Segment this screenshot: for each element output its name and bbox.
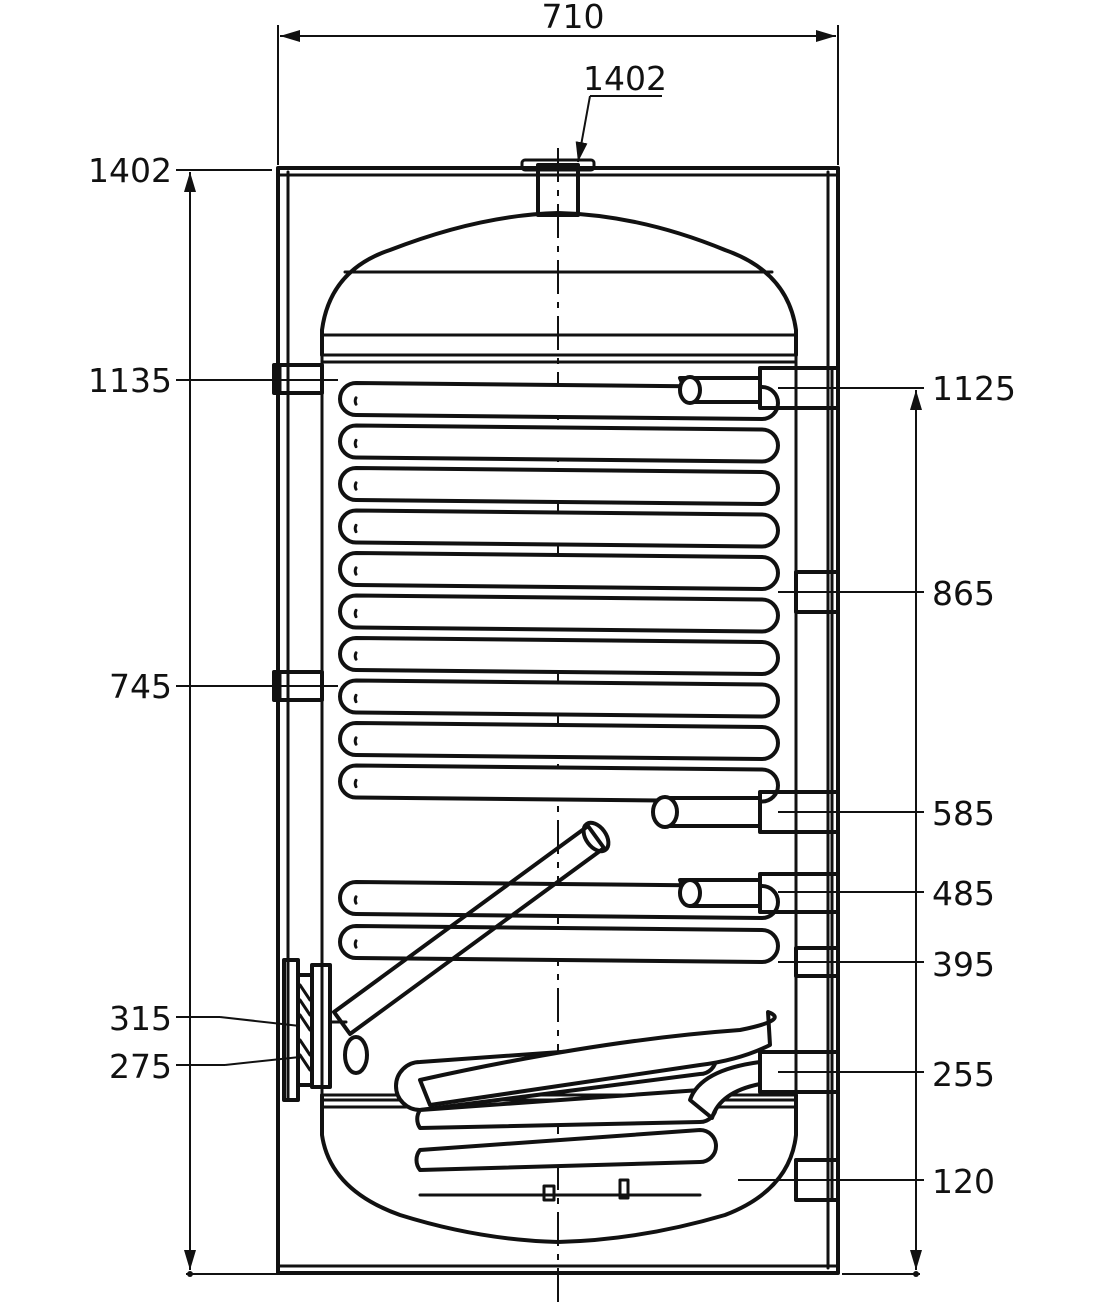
coil-turn (338, 721, 780, 761)
label-255: 255 (932, 1055, 995, 1094)
inspection-flange (282, 958, 369, 1102)
coil-turn (338, 636, 780, 676)
width-label: 710 (542, 0, 605, 36)
coil-turn-bend (353, 895, 358, 905)
coil-turn-bend (353, 778, 358, 789)
right-dimensions: 1125 865 585 485 395 255 120 (738, 369, 1016, 1277)
coil-turn-bend (353, 939, 358, 949)
coil-turn (338, 381, 780, 421)
coil-turn-bend (353, 481, 358, 491)
coil-turn (338, 551, 780, 591)
coil-turn-bend (353, 693, 358, 704)
coil-turn (338, 593, 780, 634)
label-315: 315 (109, 999, 172, 1038)
label-1125: 1125 (932, 369, 1016, 408)
left-sockets (272, 363, 324, 702)
upper-heating-coil (338, 381, 780, 804)
label-275: 275 (109, 1047, 172, 1086)
label-1135: 1135 (88, 361, 172, 400)
coil-turn-bend (353, 396, 358, 406)
coil-turn-bend (353, 608, 358, 619)
label-865: 865 (932, 574, 995, 613)
label-745: 745 (109, 667, 172, 706)
coil-turn-bend (353, 736, 358, 746)
coil-turn (338, 924, 780, 964)
coil-turn-bend (353, 438, 358, 449)
label-395: 395 (932, 945, 995, 984)
coil-turn-bend (353, 566, 358, 576)
label-485: 485 (932, 874, 995, 913)
label-total-height: 1402 (88, 151, 172, 190)
coil-turn-bend (353, 523, 358, 534)
coil-turn (338, 678, 780, 719)
width-dimension: 710 (277, 0, 839, 165)
coil-turn (414, 1128, 718, 1172)
immersion-tube (332, 820, 611, 1036)
coil-riser (418, 1010, 777, 1107)
label-585: 585 (932, 794, 995, 833)
label-120: 120 (932, 1162, 995, 1201)
left-dimensions: 1402 1135 745 315 275 (88, 151, 338, 1277)
top-connection-dimension: 1402 (575, 59, 667, 163)
coil-turn-bend (353, 651, 358, 661)
lower-heating-coil (338, 880, 780, 1172)
top-connection-label: 1402 (583, 59, 667, 98)
coil-turn (338, 423, 780, 464)
coil-turn (338, 880, 780, 920)
coil-turn (338, 466, 780, 506)
coil-turn (338, 508, 780, 549)
